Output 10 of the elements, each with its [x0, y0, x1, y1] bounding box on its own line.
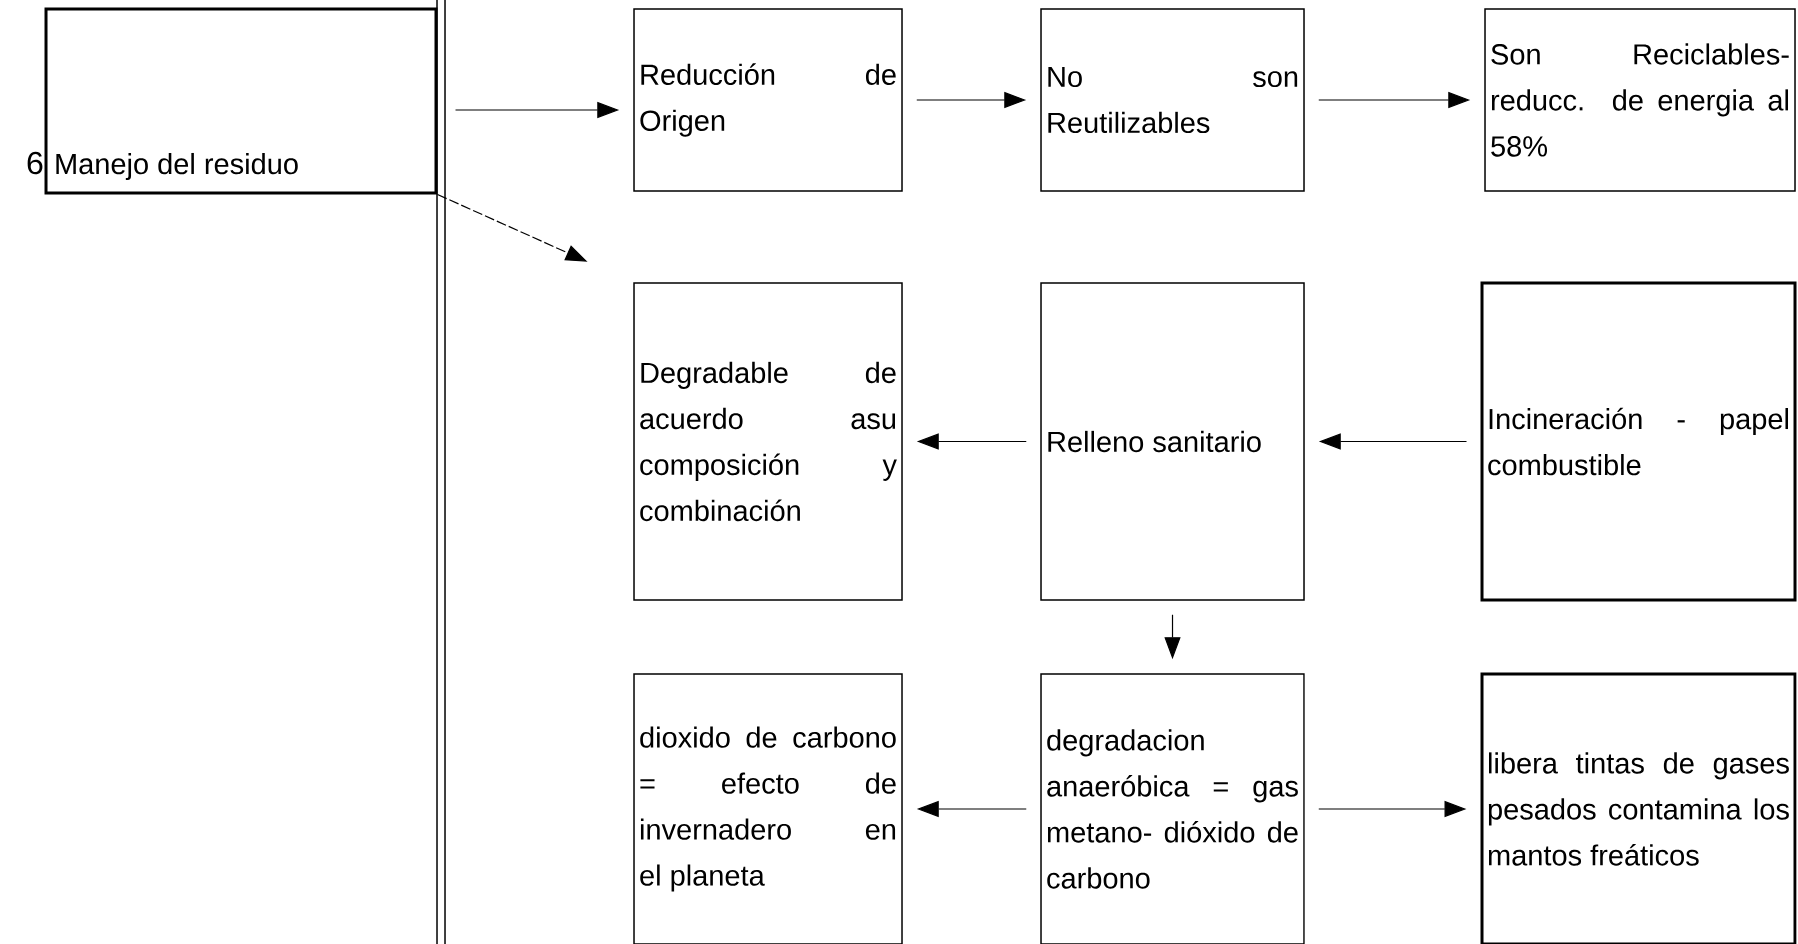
process-box: degradacion anaeróbica = gas metano- dióxido de carbono [1040, 673, 1305, 944]
process-box: Reducción de Origen [633, 8, 903, 192]
process-box: dioxido de carbono = efecto de invernadero en el planeta [633, 673, 903, 944]
process-box: libera tintas de gases pesados contamina los mantos freáticos [1480, 672, 1797, 944]
process-box: Relleno sanitario [1040, 282, 1305, 601]
process-box: Degradable de acuerdo asu composición y combinación [633, 282, 903, 601]
process-box: Son Reciclables- reducc. de energia al 58% [1484, 8, 1796, 192]
process-box: Manejo del residuo [44, 7, 438, 195]
process-box: Incineración - papel combustible [1480, 281, 1797, 602]
process-box: No son Reutilizables [1040, 8, 1305, 192]
